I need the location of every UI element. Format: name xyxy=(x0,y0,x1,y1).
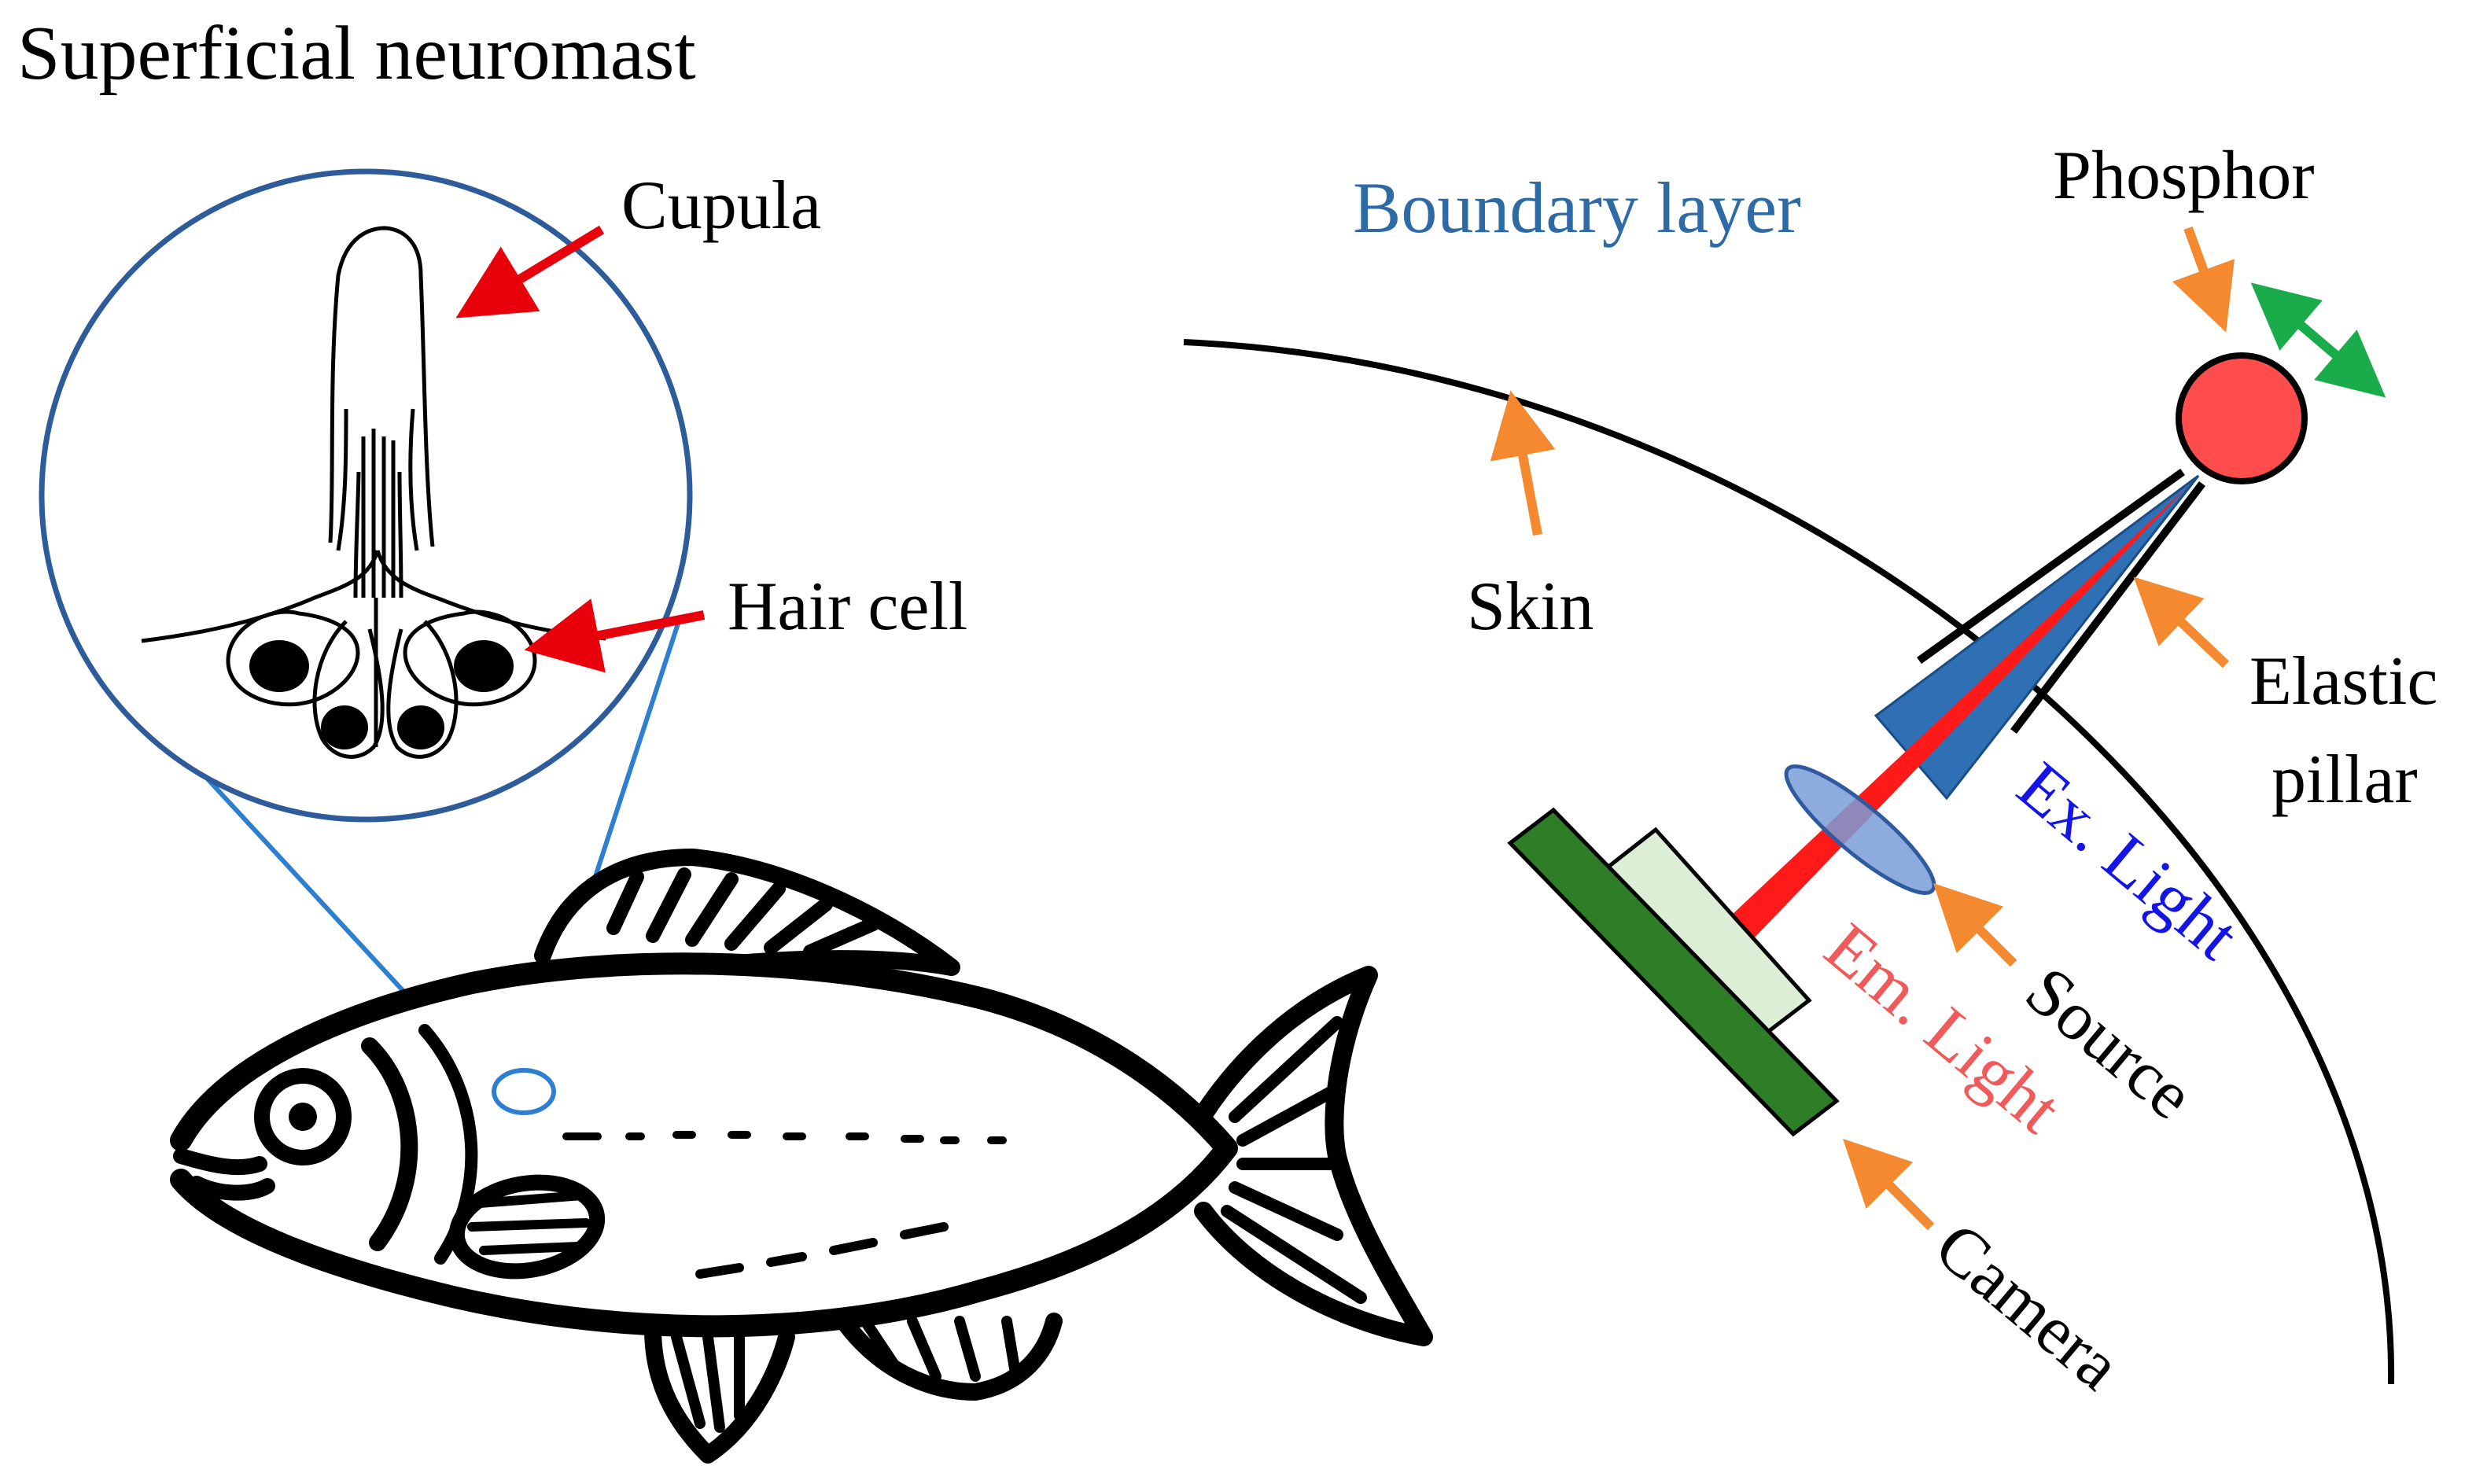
pillar-arrow xyxy=(2133,576,2230,668)
skin-label: Skin xyxy=(1467,569,1594,645)
neuromast-zoom xyxy=(39,168,706,1092)
phosphor-arrow xyxy=(2172,226,2235,333)
camera-label: Camera xyxy=(1921,1208,2135,1405)
sensor-schematic xyxy=(1183,226,2395,1385)
cupula-label: Cupula xyxy=(621,168,821,244)
pillar-edge-left xyxy=(1917,468,2185,665)
figure-title: Superficial neuromast xyxy=(17,11,696,96)
skin-arrow xyxy=(1490,390,1556,536)
boundary-layer-label: Boundary layer xyxy=(1353,168,1801,248)
source-arrow xyxy=(1933,883,2017,967)
pillar-edge-right xyxy=(2010,481,2205,735)
neuromast-illustration xyxy=(141,226,606,759)
phosphor-sphere xyxy=(2176,352,2308,484)
hair-cell-label: Hair cell xyxy=(728,569,967,645)
camera-body xyxy=(1507,807,1840,1137)
lens xyxy=(1784,764,1936,895)
fish-illustration xyxy=(170,849,1433,1464)
camera-arrow xyxy=(1843,1139,1935,1231)
hair-cell-arrow xyxy=(524,598,706,673)
neuromast-location-marker xyxy=(492,1068,556,1115)
pillar-label: pillar xyxy=(2272,742,2418,818)
phosphor-label: Phosphor xyxy=(2053,138,2315,214)
cupula-arrow xyxy=(455,225,605,319)
elastic-label: Elastic xyxy=(2249,643,2437,720)
motion-arrow xyxy=(2250,282,2386,398)
